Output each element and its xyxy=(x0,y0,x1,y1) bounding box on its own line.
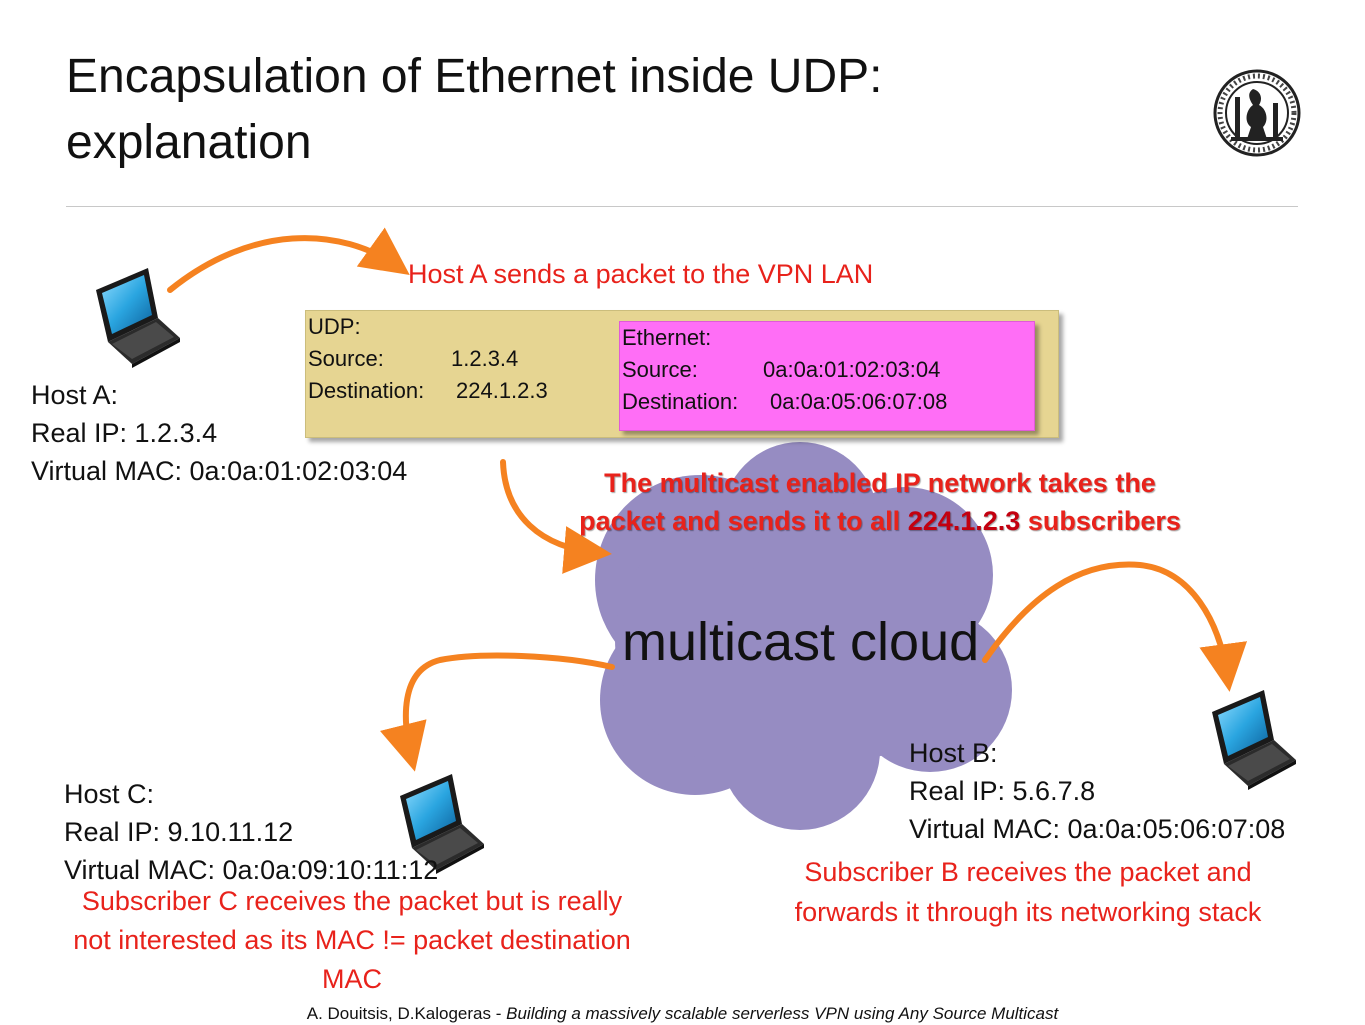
ethernet-frame-text: Ethernet: Source: 0a:0a:01:02:03:04 Dest… xyxy=(622,322,947,418)
subscriber-c-caption-line1: Subscriber C receives the packet but is … xyxy=(81,886,623,916)
slide-title: Encapsulation of Ethernet inside UDP: ex… xyxy=(66,44,1166,176)
ethernet-frame-box xyxy=(619,321,1035,431)
multicast-caption-suffix: subscribers xyxy=(1027,506,1181,536)
host-a-mac: Virtual MAC: 0a:0a:01:02:03:04 xyxy=(31,456,408,486)
footer-paper-title: Building a massively scalable serverless… xyxy=(506,1004,1059,1023)
host-a-info: Host A: Real IP: 1.2.3.4 Virtual MAC: 0a… xyxy=(31,376,407,490)
multicast-caption-prefix: packet and sends it to all xyxy=(579,506,901,536)
host-c-ip: Real IP: 9.10.11.12 xyxy=(64,817,294,847)
arrow-cloud-to-host-c xyxy=(379,652,615,772)
subscriber-c-caption: Subscriber C receives the packet but is … xyxy=(14,882,690,999)
host-a-sends-caption: Host A sends a packet to the VPN LAN xyxy=(408,259,874,289)
host-a-laptop-icon xyxy=(96,268,180,368)
title-divider xyxy=(66,206,1298,207)
multicast-network-caption: The multicast enabled IP network takes t… xyxy=(520,464,1240,540)
ethernet-heading: Ethernet: xyxy=(622,325,712,350)
arrow-host-a-to-packet xyxy=(167,227,410,293)
ethernet-source-label: Source: xyxy=(622,357,698,382)
host-c-mac: Virtual MAC: 0a:0a:09:10:11:12 xyxy=(64,855,439,885)
udp-destination-row: Destination: 224.1.2.3 xyxy=(308,375,548,407)
udp-source-value: 1.2.3.4 xyxy=(451,346,519,371)
university-seal-logo xyxy=(1213,69,1301,157)
multicast-cloud xyxy=(595,442,1012,830)
host-c-info: Host C: Real IP: 9.10.11.12 Virtual MAC:… xyxy=(64,775,438,889)
udp-destination-value: 224.1.2.3 xyxy=(456,378,548,403)
ethernet-destination-value: 0a:0a:05:06:07:08 xyxy=(770,389,948,414)
udp-packet-text: UDP: Source: 1.2.3.4 Destination: 224.1.… xyxy=(308,311,548,407)
slide-title-line1: Encapsulation of Ethernet inside UDP: xyxy=(66,50,883,103)
arrow-cloud-to-host-b xyxy=(982,561,1248,692)
subscriber-b-caption: Subscriber B receives the packet and for… xyxy=(728,852,1328,932)
host-b-mac: Virtual MAC: 0a:0a:05:06:07:08 xyxy=(909,814,1286,844)
host-a-title: Host A: xyxy=(31,380,119,410)
multicast-cloud-label: multicast cloud xyxy=(622,612,980,672)
footer-authors: A. Douitsis, D.Kalogeras - xyxy=(306,1004,502,1023)
multicast-caption-line1: The multicast enabled IP network takes t… xyxy=(604,468,1156,498)
multicast-caption-line2: packet and sends it to all 224.1.2.3 sub… xyxy=(520,502,1240,540)
udp-source-label: Source: xyxy=(308,346,384,371)
subscriber-c-caption-line3: MAC xyxy=(322,964,382,994)
host-b-title: Host B: xyxy=(909,738,998,768)
udp-source-row: Source: 1.2.3.4 xyxy=(308,343,548,375)
ethernet-source-row: Source: 0a:0a:01:02:03:04 xyxy=(622,354,947,386)
subscriber-c-caption-line2: not interested as its MAC != packet dest… xyxy=(73,925,631,955)
ethernet-destination-label: Destination: xyxy=(622,389,739,414)
ethernet-source-value: 0a:0a:01:02:03:04 xyxy=(763,357,941,382)
multicast-group-address: 224.1.2.3 xyxy=(907,506,1021,536)
slide-footer: A. Douitsis, D.Kalogeras - Building a ma… xyxy=(0,1003,1365,1025)
subscriber-b-caption-line1: Subscriber B receives the packet and xyxy=(804,857,1252,887)
udp-destination-label: Destination: xyxy=(308,378,425,403)
host-b-ip: Real IP: 5.6.7.8 xyxy=(909,776,1096,806)
slide-title-line2: explanation xyxy=(66,116,312,169)
host-c-title: Host C: xyxy=(64,779,155,809)
udp-heading: UDP: xyxy=(308,314,361,339)
host-a-ip: Real IP: 1.2.3.4 xyxy=(31,418,218,448)
subscriber-b-caption-line2: forwards it through its networking stack xyxy=(794,897,1262,927)
ethernet-destination-row: Destination: 0a:0a:05:06:07:08 xyxy=(622,386,947,418)
arrow-packet-to-cloud xyxy=(500,459,612,574)
host-b-info: Host B: Real IP: 5.6.7.8 Virtual MAC: 0a… xyxy=(909,734,1285,848)
